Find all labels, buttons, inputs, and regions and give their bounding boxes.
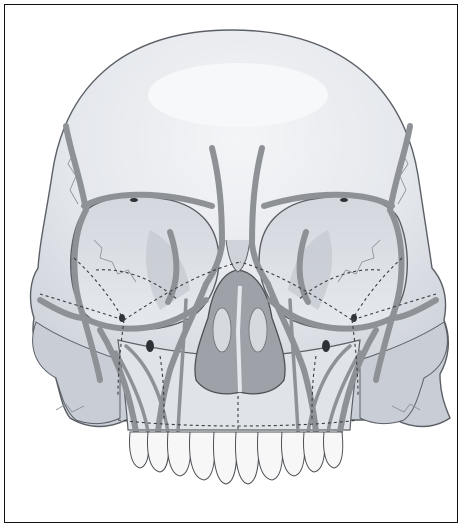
- right-supraorbital-foramen: [340, 198, 348, 202]
- left-infraorbital-foramen: [146, 340, 154, 352]
- tooth: [303, 432, 324, 472]
- nasal-septum: [238, 286, 240, 392]
- tooth: [236, 432, 259, 484]
- maxillary-teeth: [129, 432, 342, 484]
- right-nasal-concha: [249, 308, 267, 352]
- tooth: [190, 432, 215, 480]
- left-nasal-concha: [213, 308, 231, 352]
- frontal-highlight: [148, 63, 328, 127]
- tooth: [258, 432, 283, 480]
- tooth: [129, 432, 148, 468]
- tooth: [148, 432, 169, 472]
- tooth: [323, 432, 342, 468]
- tooth: [214, 432, 237, 484]
- right-infraorbital-foramen: [322, 340, 330, 352]
- left-supraorbital-foramen: [130, 198, 138, 202]
- tooth: [168, 432, 191, 476]
- tooth: [282, 432, 305, 476]
